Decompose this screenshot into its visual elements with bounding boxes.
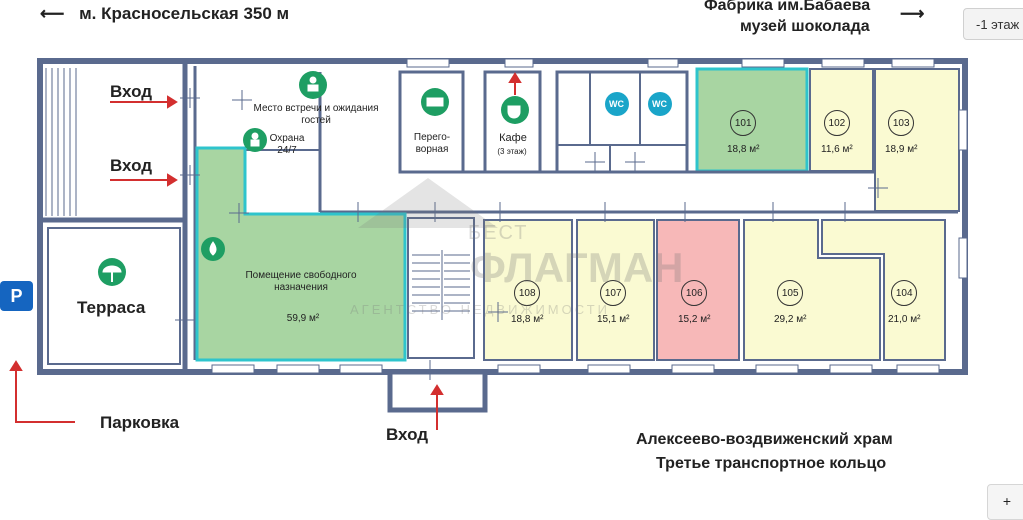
parking-badge: P [0,281,33,311]
wc-label-2: WC [652,99,667,109]
unit-area: 15,1 м² [597,314,630,325]
unit-area: 18,9 м² [885,144,918,155]
wc-label-1: WC [609,99,624,109]
unit-number: 101 [730,110,757,136]
cafe-label: Кафе [499,132,527,144]
unit-number: 106 [681,280,708,306]
unit-area: 21,0 м² [888,314,921,325]
unit-number: 104 [891,280,918,306]
direction-metro: ⟵ м. Красносельская 350 м [40,4,290,23]
security-label: Охрана 24/7 [269,133,305,156]
wc-icon-bg-1 [605,92,629,116]
direction-ring-road: Третье транспортное кольцо [656,455,887,472]
negotiation-label: Перего- ворная [413,132,451,155]
watermark-line3: АГЕНТСТВО НЕДВИЖИМОСТИ [350,302,610,317]
free-room-area: 59,9 м² [286,313,320,324]
unit-104[interactable]: 104 21,0 м² [888,280,920,325]
entrance-label-1: Вход [110,82,153,101]
floor-select[interactable]: -1 этаж [963,8,1023,40]
icon-glyphs [102,76,521,282]
unit-103[interactable]: 103 18,9 м² [885,110,917,155]
floor-select-value: -1 этаж [976,16,1020,32]
parking-label: Парковка [100,413,180,432]
entrance-label-bottom: Вход [386,425,429,444]
entrance-arrows [9,72,522,430]
free-room-shape [195,146,407,362]
watermark-logo [358,178,498,228]
unit-area: 18,8 м² [727,144,760,155]
door-markers [175,88,888,380]
unit-108[interactable]: 108 18,8 м² [511,280,543,325]
terrace-label: Терраса [77,298,146,317]
unit-number: 107 [600,280,627,306]
unit-area: 18,8 м² [511,314,544,325]
unit-area: 11,6 м² [821,144,853,155]
direction-factory-line1: Фабрика им.Бабаева [704,0,871,14]
direction-church: Алексеево-воздвиженский храм [636,431,893,448]
arrow-right-icon: ⟶ [900,4,925,23]
unit-107[interactable]: 107 15,1 м² [597,280,629,325]
unit-number: 103 [888,110,915,136]
unit-103-shape [874,68,960,212]
unit-101[interactable]: 101 18,8 м² [727,110,759,155]
watermark-line2: ФЛАГМАН [470,244,684,291]
direction-factory-line2: музей шоколада [740,18,870,35]
unit-area: 29,2 м² [774,314,807,325]
watermark-line1: БЕСТ [468,222,529,244]
unit-105[interactable]: 105 29,2 м² [774,280,806,325]
windows [211,58,968,374]
unit-102[interactable]: 102 11,6 м² [821,110,853,155]
cafe-note: (3 этаж) [497,147,527,156]
unit-105-shape [743,219,881,361]
entrance-label-2: Вход [110,156,153,175]
center-stairs-steps [412,250,470,320]
unit-area: 15,2 м² [678,314,711,325]
zoom-in-label: + [1002,493,1012,509]
wc-icon-bg-2 [648,92,672,116]
unit-number: 108 [514,280,541,306]
free-room-label[interactable]: Помещение свободного назначения [245,270,357,293]
unit-106[interactable]: 106 15,2 м² [678,280,710,325]
unit-number: 105 [777,280,804,306]
zoom-in-button[interactable]: + [987,484,1023,520]
left-staircase [45,68,77,216]
arrow-left-icon: ⟵ [40,4,65,23]
unit-number: 102 [823,110,850,136]
unit-104-shape [821,219,946,361]
meeting-point-label: Место встречи и ожидания гостей [253,103,379,126]
